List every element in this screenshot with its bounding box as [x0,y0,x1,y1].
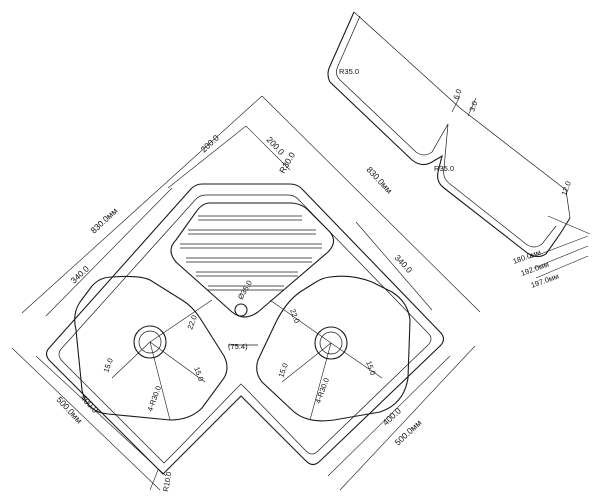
dim-bottom-radius: R10.0 [161,471,173,492]
dim-section-flange-1: 6.0 [451,88,463,101]
overflow-hole [234,303,248,317]
section-outline-inner [336,15,557,248]
dim-right-wall-1: 15.0 [276,362,289,379]
dim-inner-right: 22.0 [288,308,301,325]
dim-section-flange-2: 3.0 [467,100,479,113]
dim-overall-right: 830.0мм [365,165,395,196]
left-bowl [74,275,228,421]
right-drain-outer [314,326,348,360]
dim-side-right: 340.0 [393,253,415,276]
right-drain-inner [319,331,343,355]
dim-bowl-right: 400.0 [381,405,404,427]
dim-center-gap: (75.4) [228,342,248,351]
dim-left-wall-1: 15.0 [101,357,114,374]
drainer-ribs [180,215,322,291]
left-drain-inner [138,330,162,354]
dim-section-radius-mid: R35.0 [434,164,454,173]
dim-side-left: 340.0 [69,263,92,285]
dim-top-right: 200.0 [265,135,287,158]
dim-section-radius-top: R35.0 [339,67,359,76]
dim-left-corner-radius: 4-R30.0 [145,385,163,413]
sink-inner-outline [58,194,432,464]
plan-view: 830.0мм 340.0 200.0 200.0 R30.0 830.0мм … [11,95,481,492]
dim-section-lip: 12.0 [559,180,572,197]
left-drain-outer [133,325,167,359]
dim-right-corner-radius: 4-R30.0 [313,377,331,405]
dim-left-wall-2: 15.0 [192,366,205,383]
drainer-outline [170,202,335,318]
section-outline-outer [327,11,571,258]
dim-base-right: 500.0мм [393,418,424,448]
sink-outer-outline [45,183,445,475]
dim-right-wall-2: 15.0 [364,360,377,377]
section-view: R35.0 R35.0 6.0 3.0 12.0 180.0мм 192.0мм… [327,11,591,290]
dim-overall-left: 830.0мм [89,206,120,236]
right-bowl [256,275,411,422]
